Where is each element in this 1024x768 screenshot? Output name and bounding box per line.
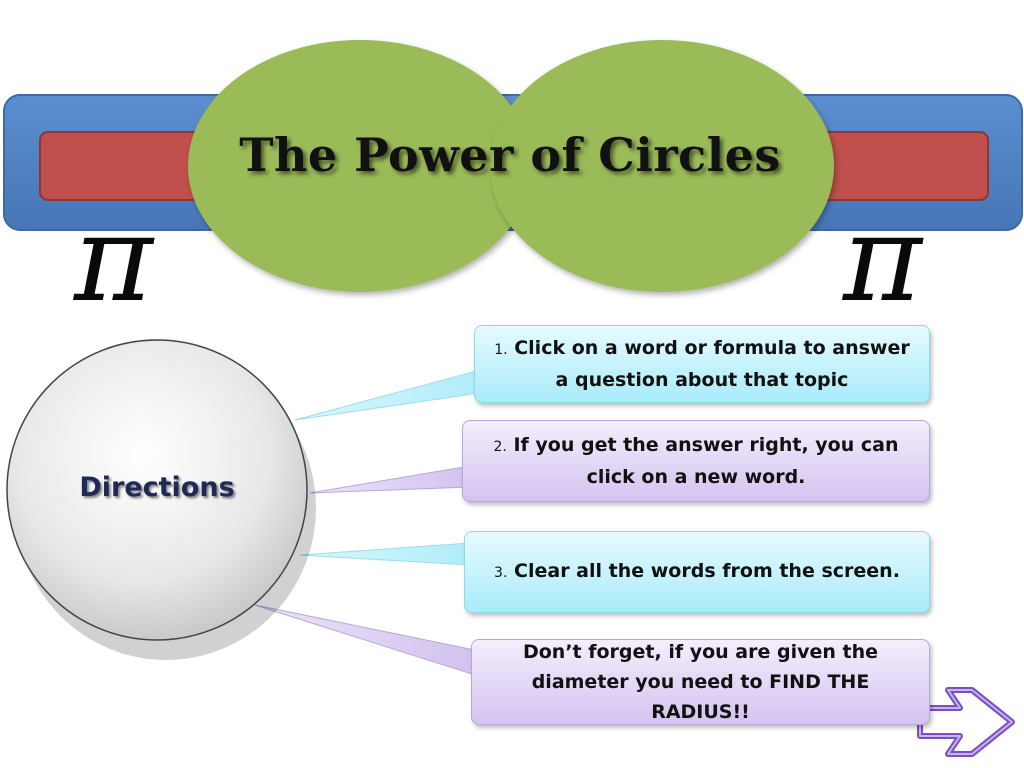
reminder-text: Don’t forget, if you are given the diame…	[522, 641, 879, 723]
step-1-text: Click on a word or formula to answer a q…	[514, 337, 910, 391]
step-2-text: If you get the answer right, you can cli…	[513, 434, 899, 488]
step-3-number: 3.	[494, 565, 508, 581]
pi-symbol-left: π	[74, 190, 153, 329]
title-ellipse-right	[490, 40, 834, 292]
directions-circle	[6, 339, 308, 641]
pi-symbol-right: π	[843, 190, 922, 329]
connector-1	[294, 369, 481, 421]
step-2-number: 2.	[493, 439, 507, 455]
title-ellipse-left	[188, 40, 532, 292]
right-arrow-icon[interactable]	[917, 687, 1015, 757]
slide-title: The Power of Circles	[239, 128, 781, 182]
connector-2	[309, 465, 471, 494]
connector-3	[299, 542, 471, 566]
step-3-text: Clear all the words from the screen.	[514, 560, 900, 582]
step-1-number: 1.	[494, 342, 508, 358]
reminder-callout[interactable]: Don’t forget, if you are given the diame…	[471, 639, 930, 725]
step-1-callout[interactable]: 1. Click on a word or formula to answer …	[474, 325, 930, 403]
step-2-callout[interactable]: 2. If you get the answer right, you can …	[462, 420, 930, 502]
directions-label: Directions	[79, 472, 235, 503]
connector-4	[254, 604, 476, 676]
step-3-callout[interactable]: 3. Clear all the words from the screen.	[464, 531, 930, 613]
